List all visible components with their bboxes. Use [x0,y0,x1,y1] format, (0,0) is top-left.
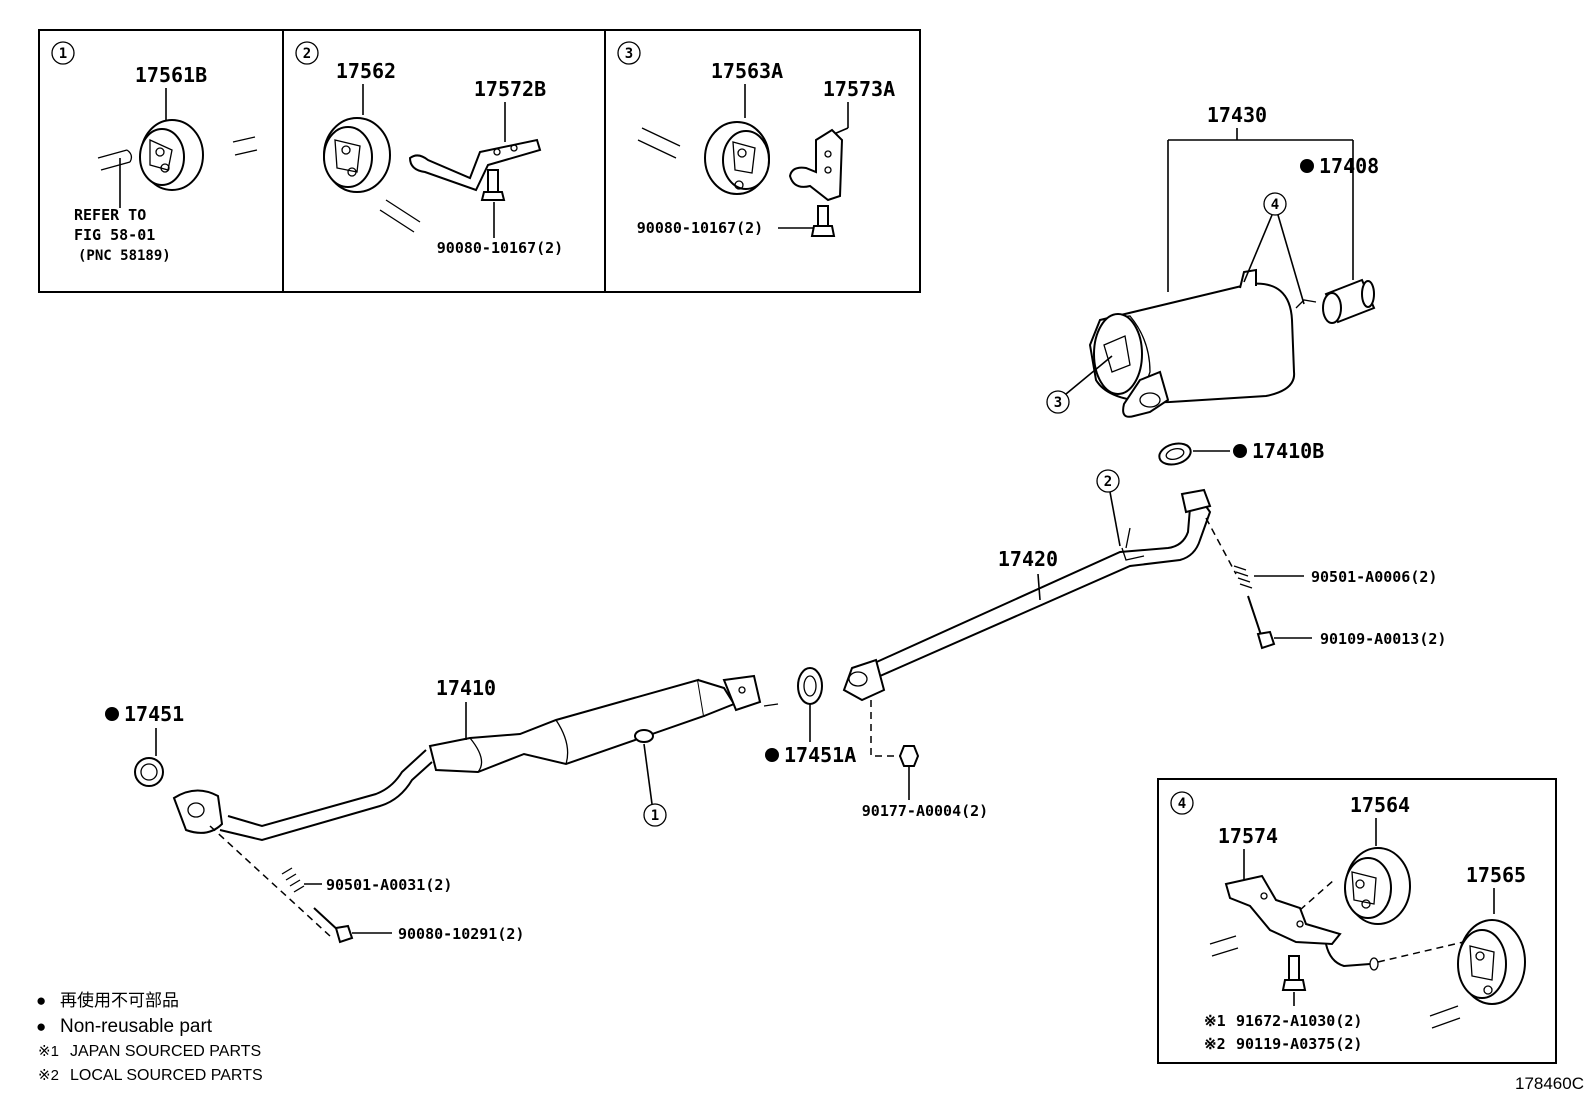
bolt-icon [480,169,506,201]
bolt-icon [1247,595,1276,650]
rubber-hanger-icon [139,119,204,191]
inset-3-marker: 3 [625,46,633,62]
inset-4: 4 17564 17574 17565 [1157,778,1557,1064]
front-pipe-17410: 17410 1 [172,674,779,842]
part-label-17408: 17408 [1319,154,1379,178]
part-label-17564: 17564 [1350,793,1410,817]
legend-text-3: JAPAN SOURCED PARTS [70,1043,261,1060]
legend-text-2: Non-reusable part [60,1016,213,1037]
rubber-hanger-icon [1344,847,1411,925]
part-label-90501-A0031: 90501-A0031(2) [326,876,452,894]
legend: ● 再使用不可部品 ● Non-reusable part ※1 JAPAN S… [36,990,263,1084]
inset-1-marker: 1 [59,46,67,62]
part-label-17561B: 17561B [135,63,207,87]
inset-1: 1 17561B REFER TO FIG 58-01 (PNC 58189) [51,41,258,264]
legend-symbol-3: ※1 [38,1043,59,1060]
refer-note-line3: (PNC 58189) [78,248,171,264]
legend-symbol-4: ※2 [38,1067,59,1084]
part-label-90177-A0004: 90177-A0004(2) [862,802,988,820]
bracket-icon [1224,874,1379,971]
legend-symbol-1: ● [36,991,46,1010]
legend-symbol-2: ● [36,1017,46,1036]
spring-icon [281,867,305,893]
legend-text-1: 再使用不可部品 [60,990,179,1010]
gasket-17451: 17451 [105,702,184,787]
part-label-17562: 17562 [336,59,396,83]
figure-code: 178460C [1515,1074,1584,1093]
callout-4-muffler: 4 [1271,197,1279,213]
part-label-17572B: 17572B [474,77,546,101]
part-label-17410: 17410 [436,676,496,700]
gasket-17410B: 17410B [1158,439,1324,466]
bolt-label-inset3: 90080-10167(2) [637,219,763,237]
part-label-17573A: 17573A [823,77,895,101]
part-label-90080-10291: 90080-10291(2) [398,925,524,943]
center-pipe-17420: 17420 2 90501-A0006(2) 90109-A0013(2) [842,469,1446,702]
part-label-90501-A0006: 90501-A0006(2) [1311,568,1437,586]
part-label-17563A: 17563A [711,59,783,83]
legend-text-4: LOCAL SOURCED PARTS [70,1067,263,1084]
part-label-17451: 17451 [124,702,184,726]
inset-panel-group [38,29,921,293]
bolt-mark-1: ※1 [1204,1012,1226,1030]
muffler-icon [1088,268,1317,418]
callout-2-center: 2 [1104,474,1112,490]
bracket-icon [788,128,844,202]
callout-3-muffler: 3 [1054,395,1062,411]
callout-1-front: 1 [651,808,659,824]
rubber-hanger-icon [704,121,770,195]
bracket-icon [408,138,542,192]
inset-2: 2 17562 17572B 90080-10167(2) [295,41,563,257]
rubber-hanger-icon [1457,919,1526,1005]
bolt-icon [810,205,836,237]
tail-tip-icon [1322,278,1376,324]
part-label-91672-A1030: 91672-A1030(2) [1236,1012,1362,1030]
part-label-17410B: 17410B [1252,439,1324,463]
bolt-icon [313,907,354,944]
inset-3: 3 17563A 17573A 90080-10167(2) [617,41,895,237]
refer-note-line2: FIG 58-01 [74,226,155,244]
nut-icon [898,745,920,767]
refer-note-line1: REFER TO [74,206,146,224]
part-label-17574: 17574 [1218,824,1278,848]
inset-2-marker: 2 [303,46,311,62]
rubber-hanger-icon [323,117,391,193]
part-label-17565: 17565 [1466,863,1526,887]
inset-4-marker: 4 [1178,796,1186,812]
bolt-label-inset2: 90080-10167(2) [437,239,563,257]
muffler-assembly: 17430 17408 4 3 [1046,103,1379,418]
part-label-17430: 17430 [1207,103,1267,127]
spring-icon [1233,565,1253,589]
part-label-90119-A0375: 90119-A0375(2) [1236,1035,1362,1053]
part-label-90109-A0013: 90109-A0013(2) [1320,630,1446,648]
part-label-17451A: 17451A [784,743,856,767]
bolt-mark-2: ※2 [1204,1035,1226,1053]
bolt-icon [1281,955,1307,991]
part-label-17420: 17420 [998,547,1058,571]
front-hardware: 90501-A0031(2) 90080-10291(2) [209,825,524,944]
gasket-17451A: 17451A 90177-A0004(2) [765,667,988,820]
